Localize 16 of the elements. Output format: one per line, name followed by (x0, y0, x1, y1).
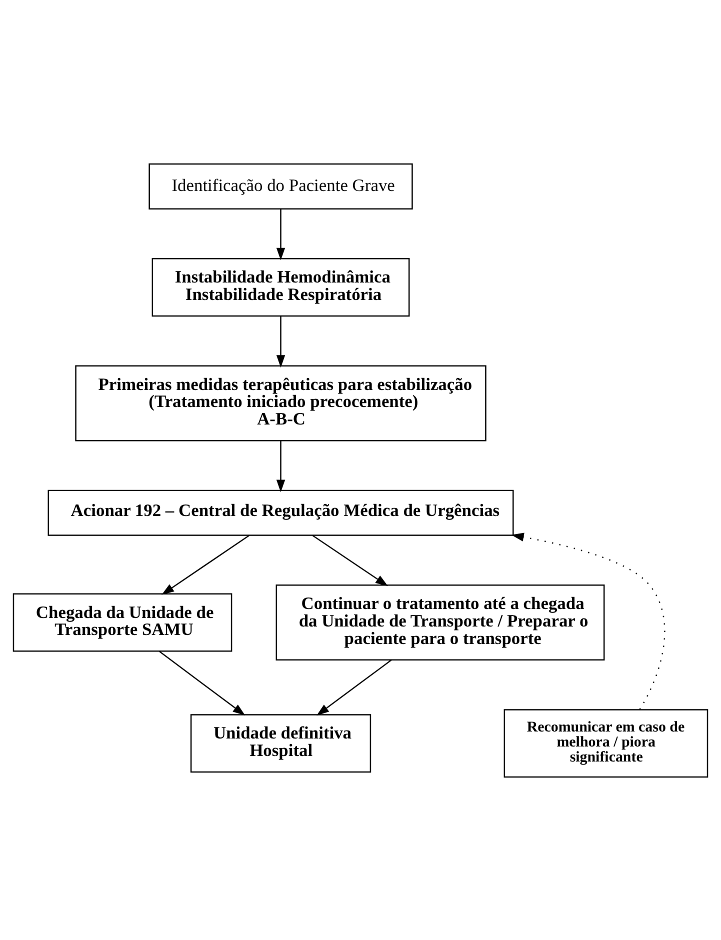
node-box: Recomunicar em caso de melhora / piora significante (504, 708, 708, 778)
arrow (312, 534, 388, 586)
arrow (511, 532, 666, 710)
node-box: Instabilidade Hemodinâmica Instabilidade Respiratória (152, 258, 410, 316)
node-box: Identificação do Paciente Grave (148, 162, 413, 209)
arrow (276, 316, 286, 368)
arrow (276, 208, 286, 260)
arrow (158, 650, 246, 716)
arrow (276, 440, 286, 492)
node-box: Unidade definitiva Hospital (190, 714, 372, 772)
node-box: Acionar 192 – Central de Regulação Médica de Urgências (48, 489, 514, 536)
node-box: Primeiras medidas terapêuticas para estabilização (Tratamento iniciado precocemente) A-B-C (75, 364, 486, 441)
arrow (162, 534, 250, 594)
arrow (316, 658, 392, 716)
node-box: Chegada da Unidade de Transporte SAMU (12, 592, 232, 652)
node-box: Continuar o tratamento até a chegada da Unidade de Transporte / Preparar o paciente para o transporte (276, 584, 605, 660)
